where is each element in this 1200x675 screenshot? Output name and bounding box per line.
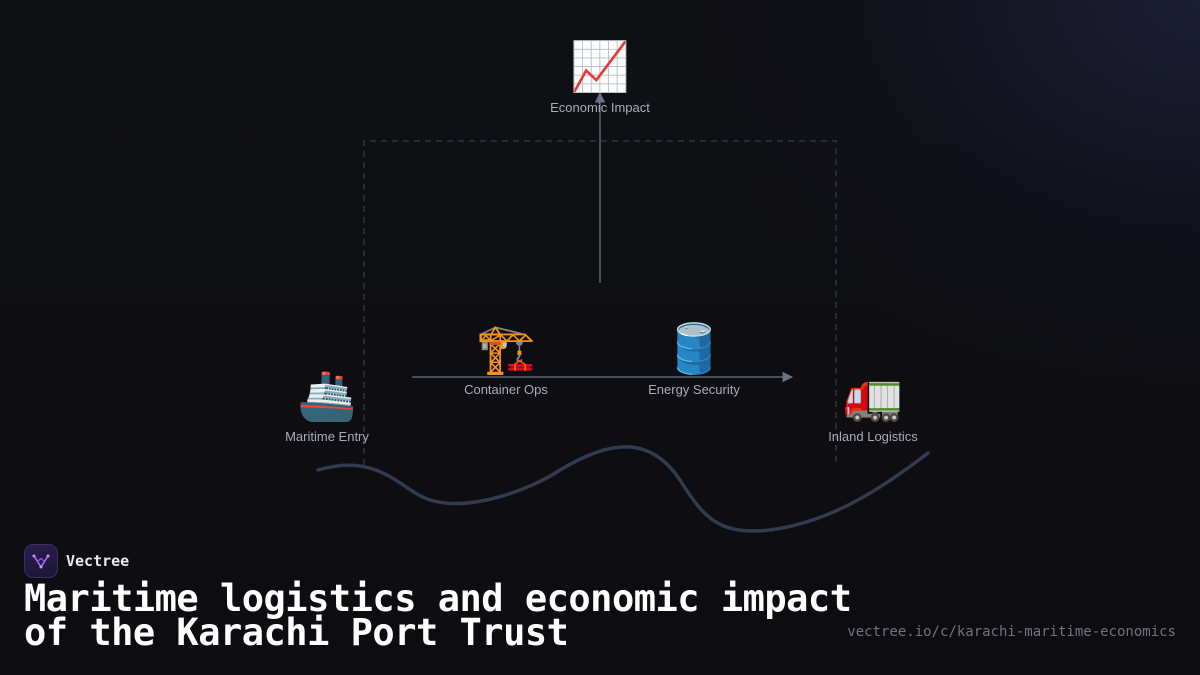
ship-icon: 🚢 — [297, 370, 357, 423]
node-energy-security[interactable]: 🛢️ Energy Security — [614, 322, 774, 397]
chart-increasing-icon: 📈 — [570, 41, 630, 94]
node-economic-impact[interactable]: 📈 Economic Impact — [520, 40, 680, 115]
brand[interactable]: Vectree — [24, 544, 129, 578]
node-label-maritime-entry: Maritime Entry — [285, 429, 369, 444]
source-url[interactable]: vectree.io/c/karachi-maritime-economics — [847, 624, 1176, 640]
page-title: Maritime logistics and economic impact o… — [24, 577, 852, 654]
brand-name: Vectree — [66, 552, 130, 570]
node-maritime-entry[interactable]: 🚢 Maritime Entry — [247, 369, 407, 444]
node-label-container-ops: Container Ops — [464, 382, 548, 397]
node-label-inland-logistics: Inland Logistics — [828, 429, 918, 444]
node-container-ops[interactable]: 🏗️ Container Ops — [426, 322, 586, 397]
construction-crane-icon: 🏗️ — [476, 323, 536, 376]
node-label-energy-security: Energy Security — [648, 382, 740, 397]
vectree-logo-icon — [24, 544, 58, 578]
oil-drum-icon: 🛢️ — [664, 323, 724, 376]
truck-icon: 🚛 — [843, 370, 903, 423]
dashed-frame — [363, 140, 837, 465]
node-label-economic-impact: Economic Impact — [550, 100, 650, 115]
flow-wave — [316, 445, 930, 533]
node-inland-logistics[interactable]: 🚛 Inland Logistics — [793, 369, 953, 444]
